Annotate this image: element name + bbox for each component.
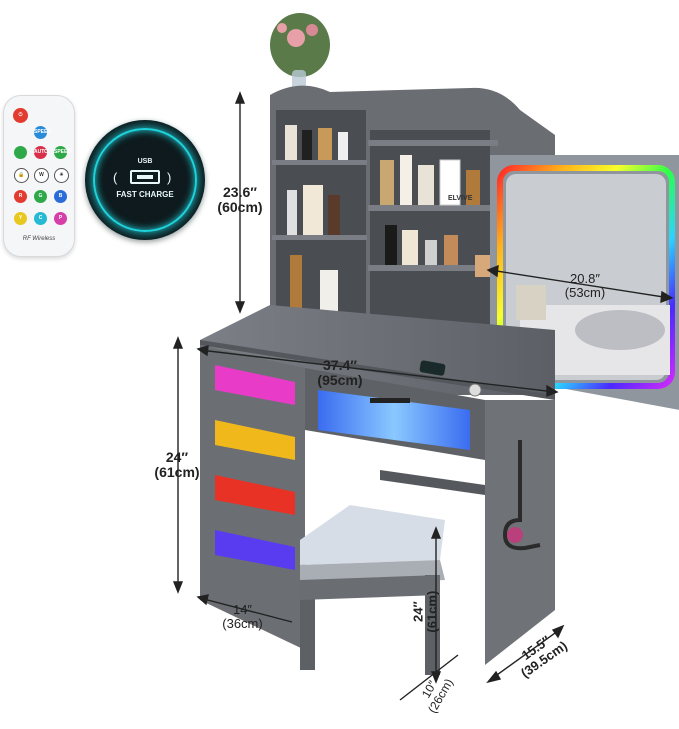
remote-blue-button: B	[54, 190, 67, 203]
remote-power-button: ⏻	[13, 108, 28, 123]
usb-port-icon	[130, 170, 160, 184]
desk-width-label: 37.4″ (95cm)	[305, 358, 375, 387]
remote-auto-button: AUTO	[34, 146, 48, 159]
dimension-lines	[172, 91, 674, 701]
desk-width-in: 37.4″	[323, 357, 357, 373]
charger-usb-label: USB	[137, 158, 153, 165]
mirror-width-in: 20.8″	[570, 271, 600, 286]
remote-lock-icon: 🔒	[14, 168, 29, 183]
hutch-height-in: 23.6″	[223, 184, 257, 200]
stool-height-cm: (61cm)	[424, 590, 439, 633]
desk-height-cm: (61cm)	[154, 463, 200, 480]
hutch-height-cm: (60cm)	[217, 198, 263, 215]
stool-height-in: 24″	[410, 601, 426, 622]
desk-height-in: 24″	[165, 449, 189, 465]
hutch-shelving	[270, 85, 555, 330]
drawer-depth-cm: (36cm)	[222, 615, 263, 631]
fast-charge-pad: USB ( ) FAST CHARGE	[85, 120, 205, 240]
remote-brightness-icon: ☀	[54, 168, 69, 183]
wireless-wave-right-icon: )	[167, 170, 172, 185]
charger-glow-ring	[93, 128, 197, 232]
stool-height-label: 24″ (61cm)	[410, 577, 439, 647]
drawer-depth-label: 14″ (36cm)	[205, 603, 280, 630]
remote-green-button: G	[34, 190, 47, 203]
remote-speed-button: SPEED	[34, 126, 51, 139]
wireless-wave-left-icon: (	[113, 170, 118, 185]
rf-remote-control: ⏻ SPEED AUTO SPEED 🔒 W ☀ R G B Y C P RF …	[3, 95, 75, 257]
drawer-depth-in: 14″	[232, 602, 253, 617]
remote-brand-label: RF Wireless	[22, 236, 56, 242]
remote-purple-button: P	[54, 212, 67, 225]
hutch-height-label: 23.6″ (60cm)	[205, 185, 275, 214]
remote-yellow-button: Y	[14, 212, 27, 225]
remote-white-button: W	[34, 168, 49, 183]
remote-speed-button-2: SPEED	[54, 146, 71, 159]
product-label-elvive: ELVIVE	[448, 195, 473, 202]
desk	[200, 305, 555, 665]
remote-cyan-button: C	[34, 212, 47, 225]
desk-width-cm: (95cm)	[317, 371, 363, 388]
mirror-width-cm: (53cm)	[564, 284, 606, 300]
flower-vase-icon	[270, 13, 330, 92]
charger-fast-charge-label: FAST CHARGE	[116, 190, 174, 199]
remote-left-button	[14, 146, 27, 159]
remote-red-button: R	[14, 190, 27, 203]
stool	[300, 505, 445, 675]
mirror-width-label: 20.8″ (53cm)	[550, 272, 620, 299]
desk-height-label: 24″ (61cm)	[142, 450, 212, 479]
